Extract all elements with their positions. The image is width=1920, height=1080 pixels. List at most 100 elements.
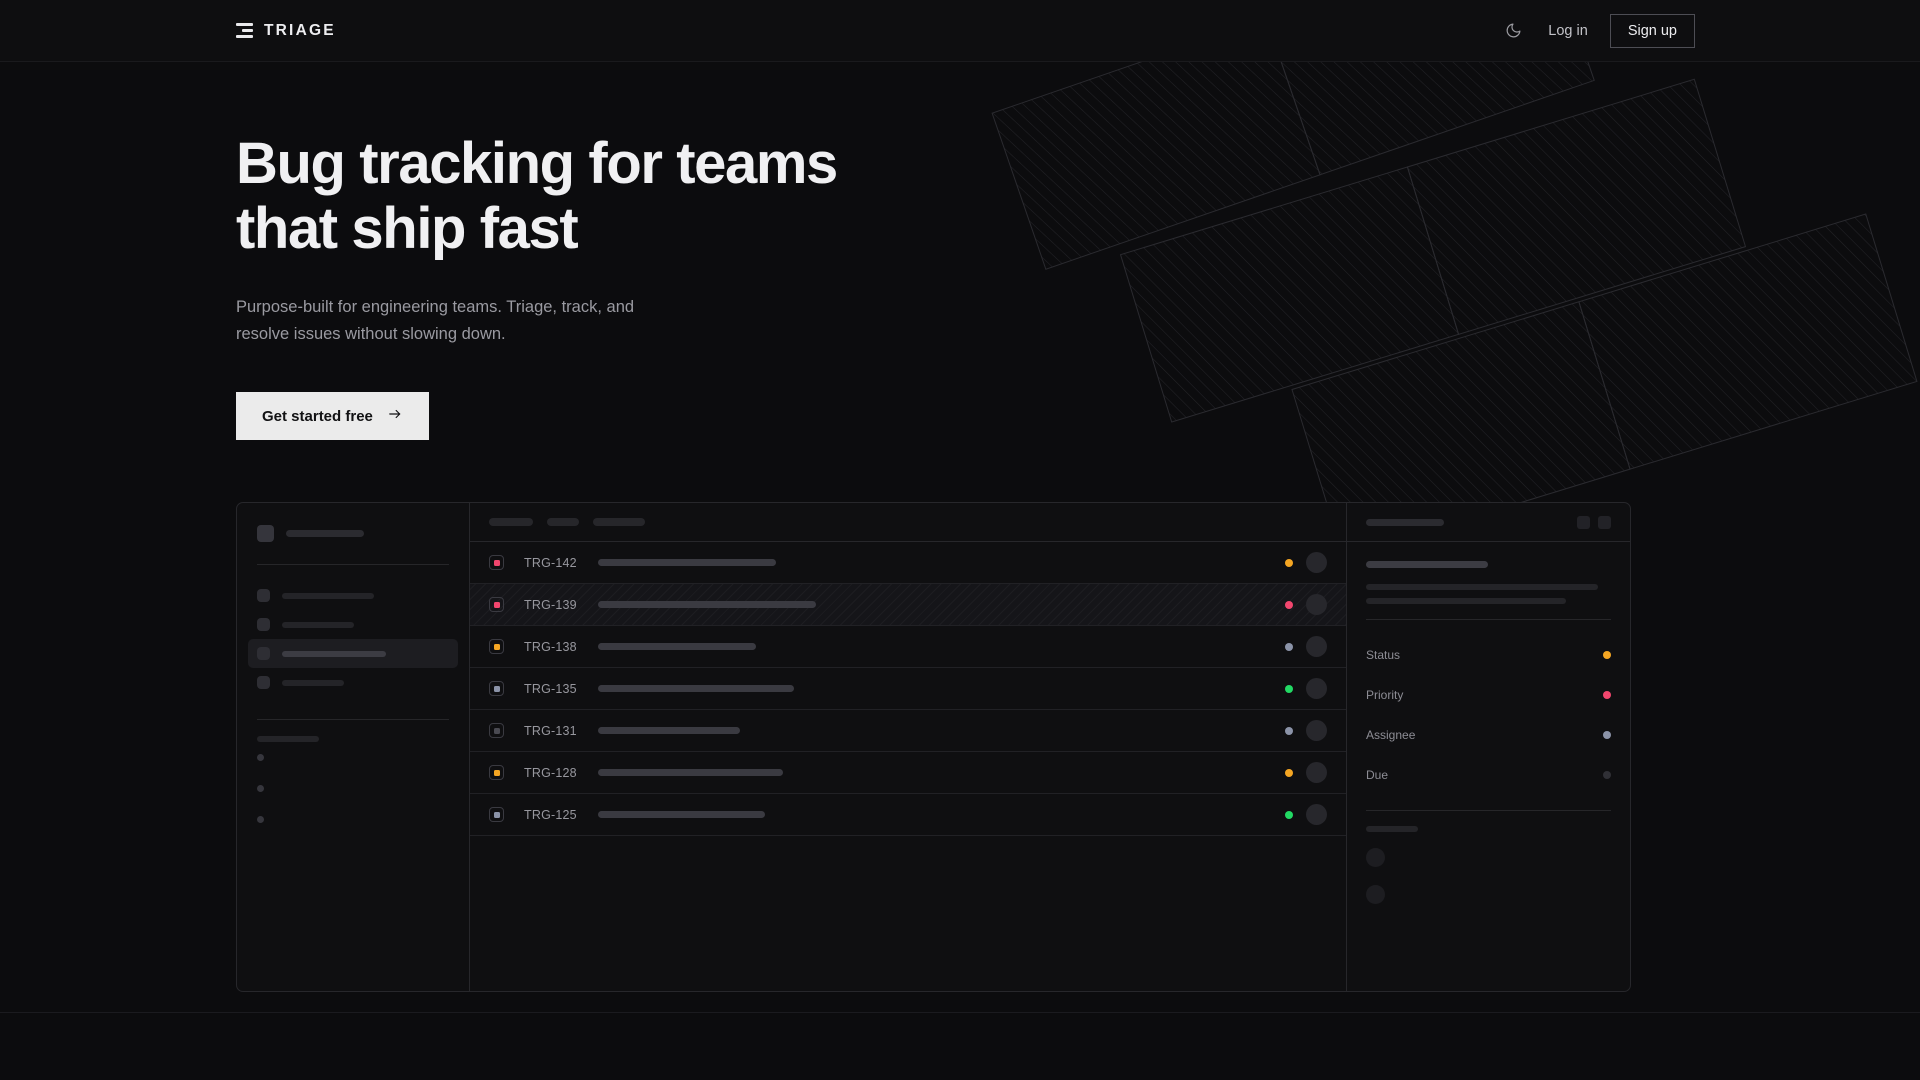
preview-sidebar bbox=[237, 503, 470, 992]
detail-field-status[interactable]: Status bbox=[1366, 635, 1611, 675]
issue-id: TRG-131 bbox=[524, 723, 577, 738]
detail-field-value-dot bbox=[1603, 651, 1611, 660]
issue-id: TRG-139 bbox=[524, 597, 577, 612]
detail-body-line-2 bbox=[1366, 598, 1566, 605]
issue-id: TRG-125 bbox=[524, 807, 577, 822]
table-row[interactable]: TRG-131 bbox=[470, 710, 1346, 753]
status-dot-icon bbox=[1285, 558, 1293, 567]
sidebar-item-label-skeleton bbox=[282, 621, 354, 628]
detail-title-skeleton bbox=[1366, 518, 1444, 526]
table-row[interactable]: TRG-125 bbox=[470, 794, 1346, 837]
row-meta bbox=[1285, 636, 1327, 658]
toolbar-pill-2[interactable] bbox=[547, 518, 579, 527]
status-dot-icon bbox=[1285, 726, 1293, 735]
issue-title-skeleton bbox=[598, 811, 765, 819]
detail-panel-header bbox=[1347, 503, 1630, 543]
login-link[interactable]: Log in bbox=[1548, 22, 1588, 39]
get-started-label: Get started free bbox=[262, 407, 373, 425]
hero-subtext: Purpose-built for engineering teams. Tri… bbox=[236, 294, 706, 347]
activity-avatar-2 bbox=[1366, 885, 1385, 905]
detail-divider-bottom bbox=[1366, 810, 1611, 812]
row-meta bbox=[1285, 762, 1327, 784]
sidebar-item-label-skeleton bbox=[282, 679, 344, 686]
triage-logo-icon bbox=[236, 23, 253, 38]
sidebar-item-label-skeleton bbox=[282, 650, 386, 657]
detail-field-assignee[interactable]: Assignee bbox=[1366, 715, 1611, 755]
issue-title-skeleton bbox=[598, 643, 756, 651]
project-item-1[interactable] bbox=[257, 742, 449, 773]
headline-line-2: that ship fast bbox=[236, 195, 579, 261]
table-row[interactable]: TRG-139 bbox=[470, 584, 1346, 627]
sidebar-item-4[interactable] bbox=[248, 668, 458, 697]
sidebar-divider-bottom bbox=[257, 719, 449, 721]
detail-action-button-1[interactable] bbox=[1577, 515, 1590, 529]
detail-field-priority[interactable]: Priority bbox=[1366, 675, 1611, 715]
sidebar-item-1[interactable] bbox=[248, 581, 458, 610]
toolbar-pill-3[interactable] bbox=[593, 518, 645, 527]
sidebar-item-icon bbox=[257, 676, 270, 690]
projects-section-label-skeleton bbox=[257, 736, 319, 743]
subtext-line-1: Purpose-built for engineering teams. Tri… bbox=[236, 297, 635, 316]
detail-field-label: Assignee bbox=[1366, 728, 1416, 743]
issue-title-skeleton bbox=[598, 727, 740, 735]
detail-field-due[interactable]: Due bbox=[1366, 755, 1611, 795]
issue-title-skeleton bbox=[598, 769, 783, 777]
assignee-avatar bbox=[1306, 552, 1327, 574]
toolbar-pill-1[interactable] bbox=[489, 518, 533, 527]
table-row[interactable]: TRG-138 bbox=[470, 626, 1346, 669]
issue-title-skeleton bbox=[598, 601, 816, 609]
assignee-avatar bbox=[1306, 594, 1327, 616]
project-item-2[interactable] bbox=[257, 773, 449, 804]
priority-badge-icon bbox=[489, 681, 504, 697]
assignee-avatar bbox=[1306, 636, 1327, 658]
priority-badge-icon bbox=[489, 555, 504, 571]
row-meta bbox=[1285, 594, 1327, 616]
status-dot-icon bbox=[1285, 768, 1293, 777]
sidebar-item-icon bbox=[257, 647, 270, 661]
sidebar-item-label-skeleton bbox=[282, 592, 374, 599]
row-meta bbox=[1285, 678, 1327, 700]
brand-name: TRIAGE bbox=[264, 21, 336, 39]
priority-badge-icon bbox=[489, 723, 504, 739]
table-row[interactable]: TRG-135 bbox=[470, 668, 1346, 711]
issue-list-toolbar bbox=[470, 503, 1346, 543]
subtext-line-2: resolve issues without slowing down. bbox=[236, 324, 506, 343]
project-item-3[interactable] bbox=[257, 804, 449, 835]
assignee-avatar bbox=[1306, 804, 1327, 826]
issue-id: TRG-142 bbox=[524, 555, 577, 570]
table-row[interactable]: TRG-128 bbox=[470, 752, 1346, 795]
issue-id: TRG-128 bbox=[524, 765, 577, 780]
page-title: Bug tracking for teams that ship fast bbox=[236, 131, 876, 262]
priority-badge-icon bbox=[489, 765, 504, 781]
status-dot-icon bbox=[1285, 684, 1293, 693]
sidebar-item-2[interactable] bbox=[248, 610, 458, 639]
detail-issue-title-skeleton bbox=[1366, 561, 1488, 569]
workspace-avatar bbox=[257, 525, 274, 543]
issue-title-skeleton bbox=[598, 685, 794, 693]
workspace-switcher[interactable] bbox=[257, 525, 449, 543]
status-dot-icon bbox=[1285, 600, 1293, 609]
assignee-avatar bbox=[1306, 678, 1327, 700]
get-started-button[interactable]: Get started free bbox=[236, 392, 429, 441]
priority-badge-icon bbox=[489, 639, 504, 655]
activity-avatar-1 bbox=[1366, 848, 1385, 868]
signup-button[interactable]: Sign up bbox=[1609, 13, 1695, 48]
detail-action-button-2[interactable] bbox=[1598, 515, 1611, 529]
issue-id: TRG-138 bbox=[524, 639, 577, 654]
brand-logo[interactable]: TRIAGE bbox=[236, 22, 336, 40]
detail-field-value-dot bbox=[1603, 771, 1611, 780]
moon-icon[interactable] bbox=[1500, 18, 1526, 44]
row-meta bbox=[1285, 720, 1327, 742]
table-row[interactable]: TRG-142 bbox=[470, 542, 1346, 585]
priority-badge-icon bbox=[489, 807, 504, 823]
assignee-avatar bbox=[1306, 720, 1327, 742]
sidebar-item-3-active[interactable] bbox=[248, 639, 458, 669]
headline-line-1: Bug tracking for teams bbox=[236, 131, 838, 196]
nav-actions: Log in Sign up bbox=[1500, 13, 1695, 48]
